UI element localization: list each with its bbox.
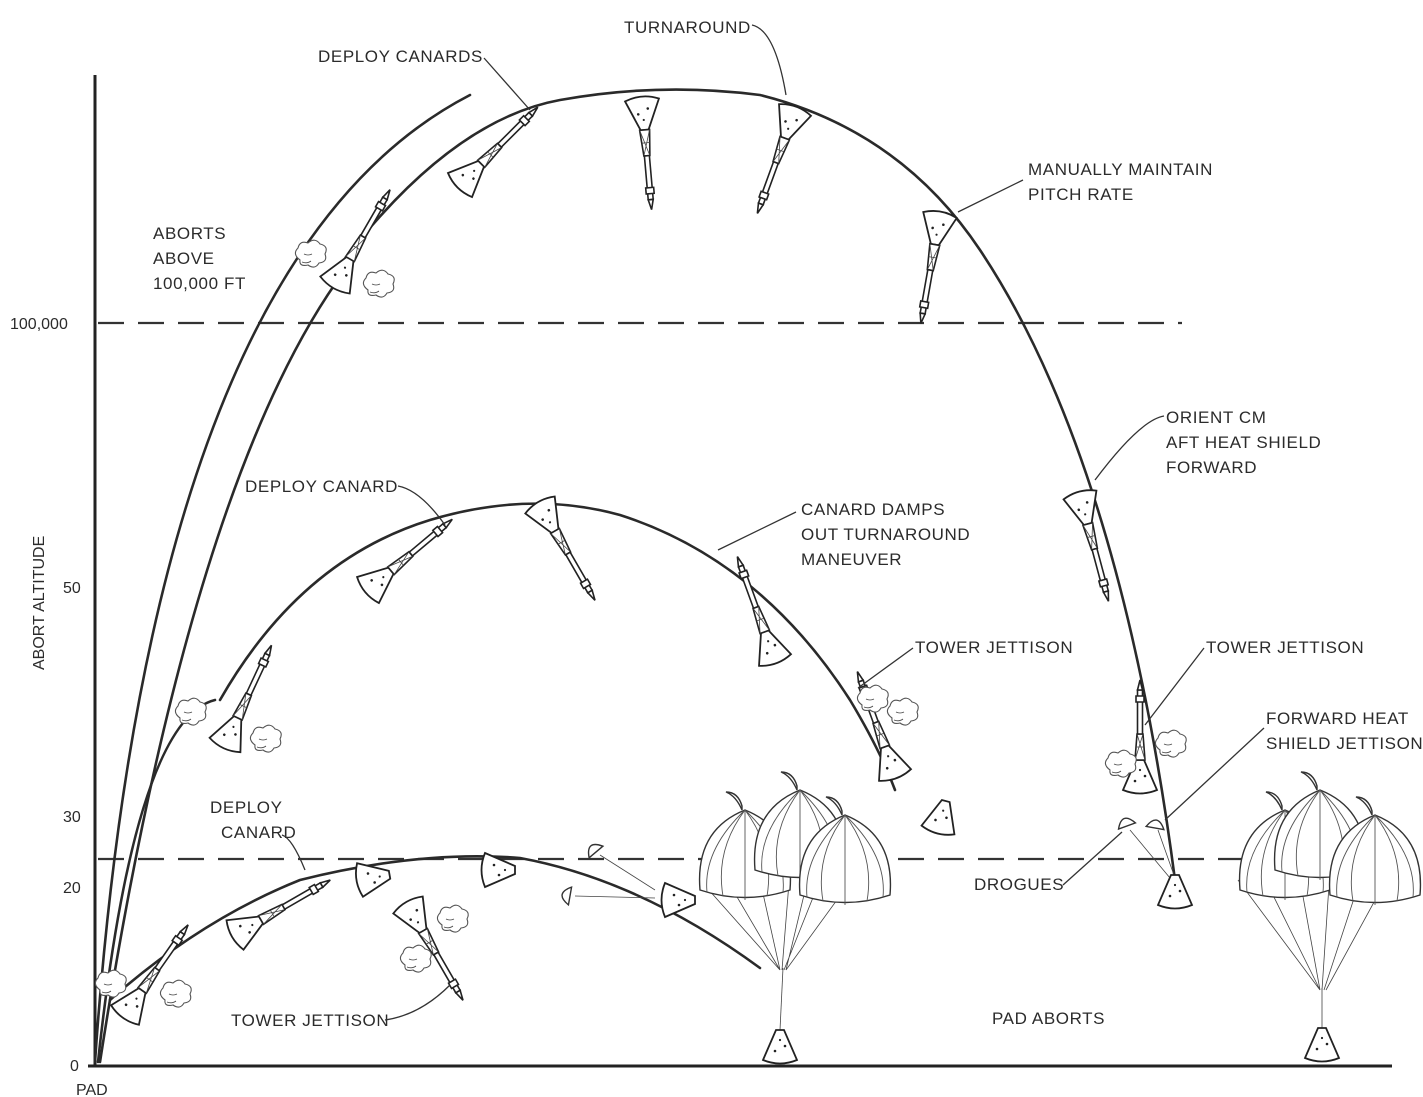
leader-orient-cm <box>1094 415 1165 481</box>
label-deploy-canards: DEPLOY CANARDS <box>318 47 483 66</box>
tick-20: 20 <box>63 880 81 897</box>
high-stack-descent <box>904 209 957 327</box>
tick-100000: 100,000 <box>10 316 68 333</box>
label-orient-cm-1: ORIENT CM <box>1166 408 1266 427</box>
label-turnaround: TURNAROUND <box>624 18 751 37</box>
low-smoke-2 <box>159 979 192 1008</box>
leader-deploy-canard-mid <box>397 485 446 526</box>
mid-smoke-right-1 <box>856 684 889 713</box>
mid-stack-tower-jettison <box>841 666 912 784</box>
low-drogues <box>559 839 656 906</box>
low-cm-drogue <box>660 882 696 918</box>
high-stack-oriented <box>1063 487 1125 605</box>
label-tower-jettison-mid: TOWER JETTISON <box>915 638 1073 657</box>
pad-abort-cm-drogue <box>1157 874 1193 910</box>
label-orient-cm-3: FORWARD <box>1166 458 1257 477</box>
label-forward-heat-1: FORWARD HEAT <box>1266 709 1409 728</box>
mid-stack-climb-2 <box>354 506 463 605</box>
label-drogues: DROGUES <box>974 875 1064 894</box>
leader-drogues <box>1062 831 1123 886</box>
mid-cm-separated <box>919 795 964 839</box>
label-deploy-canard-mid: DEPLOY CANARD <box>245 477 398 496</box>
label-forward-heat-2: SHIELD JETTISON <box>1266 734 1423 753</box>
low-abort-trajectory <box>108 855 762 1002</box>
cm-under-main-chutes <box>762 1029 798 1065</box>
low-smoke-3 <box>399 944 432 973</box>
mid-smoke-1 <box>174 697 207 726</box>
label-tower-jettison-low: TOWER JETTISON <box>231 1011 389 1030</box>
leader-tower-jettison-mid <box>857 647 914 689</box>
label-orient-cm-2: AFT HEAT SHIELD <box>1166 433 1321 452</box>
mid-smoke-right-2 <box>886 697 919 726</box>
label-pad-aborts: PAD ABORTS <box>992 1009 1105 1028</box>
label-aborts-above-2: ABOVE <box>153 249 215 268</box>
mid-stack-damping <box>721 551 792 669</box>
mid-abort-trajectory <box>218 502 897 792</box>
leader-tower-jettison-low <box>384 984 451 1021</box>
launch-ascent-curve-inner <box>98 268 347 1064</box>
leader-forward-heat <box>1164 727 1265 821</box>
high-smoke-right-2 <box>1154 729 1187 758</box>
label-canard-damps-3: MANEUVER <box>801 550 902 569</box>
label-aborts-above-3: 100,000 FT <box>153 274 246 293</box>
pad-label: PAD <box>76 1082 108 1097</box>
label-deploy-canard-low-2: CANARD <box>221 823 296 842</box>
high-abort-trajectory <box>338 88 1177 882</box>
label-deploy-canard-low-1: DEPLOY <box>210 798 283 817</box>
leader-turnaround <box>751 24 787 96</box>
label-tower-jettison-right: TOWER JETTISON <box>1206 638 1364 657</box>
label-aborts-above-1: ABORTS <box>153 224 226 243</box>
pad-abort-cm <box>1304 1027 1340 1063</box>
high-stack-turnaround <box>741 101 812 219</box>
mid-smoke-2 <box>249 724 282 753</box>
tick-50: 50 <box>63 580 81 597</box>
high-stack-apex <box>625 95 669 211</box>
low-smoke-1 <box>94 969 127 998</box>
launch-ascent-curve-outer <box>93 93 472 1064</box>
high-smoke-1 <box>294 239 327 268</box>
y-axis-label: ABORT ALTITUDE <box>31 536 48 670</box>
tick-0: 0 <box>70 1058 79 1075</box>
leader-canard-damps <box>717 511 797 551</box>
leader-tower-jettison-right <box>1144 647 1205 726</box>
high-smoke-2 <box>362 269 395 298</box>
leader-deploy-canards <box>483 57 531 111</box>
label-manually-maintain-1: MANUALLY MAINTAIN <box>1028 160 1213 179</box>
high-smoke-right-1 <box>1104 749 1137 778</box>
leader-deploy-canard-low <box>281 834 306 871</box>
leader-manually-maintain <box>957 179 1024 213</box>
high-stack-climb-2 <box>446 95 550 199</box>
label-manually-maintain-2: PITCH RATE <box>1028 185 1134 204</box>
label-canard-damps-1: CANARD DAMPS <box>801 500 945 519</box>
pad-abort-drogues <box>1115 814 1176 879</box>
main-parachutes-right <box>1237 771 1422 1028</box>
low-smoke-4 <box>436 904 469 933</box>
tick-30: 30 <box>63 809 81 826</box>
main-parachutes-center <box>698 771 892 1031</box>
label-canard-damps-2: OUT TURNAROUND <box>801 525 970 544</box>
